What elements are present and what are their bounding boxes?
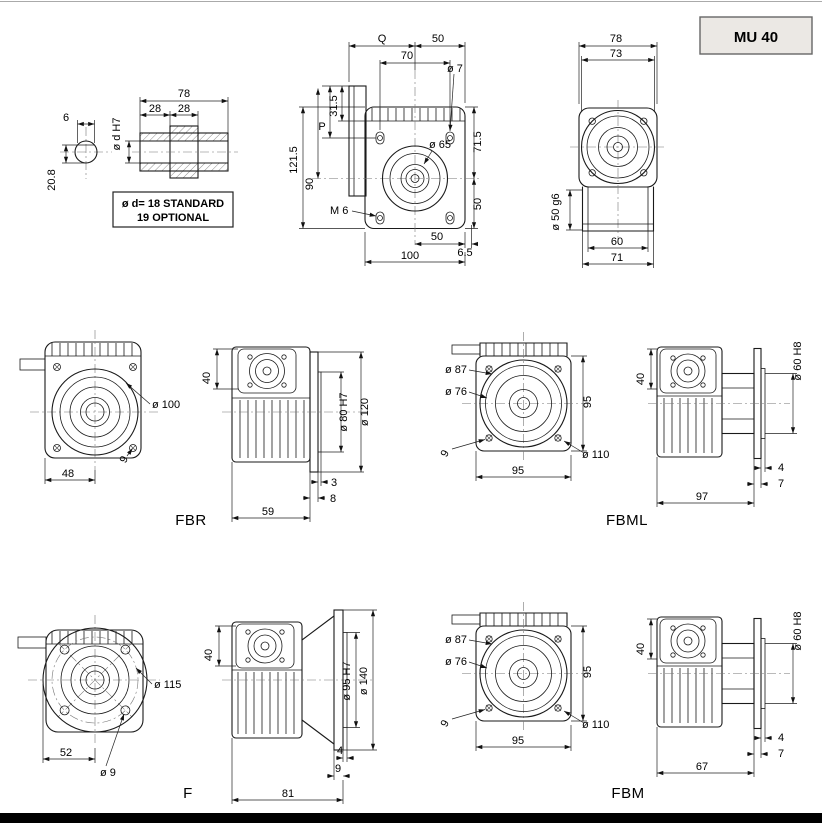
title-block: MU 40 [699, 16, 813, 55]
dim-fbml-hole: 9 [439, 448, 452, 459]
dim-fbml-boss: ø 87 [445, 364, 467, 376]
dim-top-to-center: 71.5 [472, 131, 484, 152]
dim-boss-dia: ø 65 [429, 139, 451, 151]
dim-fbm-depth: 67 [696, 761, 708, 773]
dim-fbml-depth: 97 [696, 491, 708, 503]
dim-fbm-boss: ø 87 [445, 634, 467, 646]
dim-fbm-pilot-depth: 4 [778, 732, 784, 744]
dim-key-width: 6 [63, 112, 69, 124]
dim-p: P [318, 121, 325, 133]
note-line-1: ø d= 18 STANDARD [122, 198, 224, 210]
dim-screw: M 6 [330, 205, 348, 217]
dim-fbr-input: 40 [201, 372, 213, 384]
shaft-bore-detail: 6 20.8 ø d H7 78 28 28 [46, 88, 238, 191]
fbm-label: FBM [611, 785, 644, 802]
dim-fbr-pilot-depth: 3 [331, 477, 337, 489]
fbml-side-view: ø 60 H8 40 4 7 97 [635, 341, 804, 507]
model-code: MU 40 [734, 29, 778, 46]
dim-f-center: 52 [60, 747, 72, 759]
dim-end-right: 28 [178, 103, 190, 115]
dim-fbml-input: 40 [635, 373, 647, 385]
dim-fbm-width: 95 [512, 735, 524, 747]
dim-fbml-width: 95 [512, 465, 524, 477]
dim-q: Q [378, 33, 387, 45]
f-side-view: 40 ø 95 H7 ø 140 4 9 81 [203, 609, 377, 804]
dim-fbm-bore: ø 60 H8 [792, 611, 804, 650]
dim-length: 78 [178, 88, 190, 100]
dim-fbr-pilot: ø 80 H7 [338, 392, 350, 431]
dim-side-width: 78 [610, 33, 622, 45]
dim-width: 100 [401, 250, 419, 262]
dim-f-depth: 81 [282, 788, 294, 800]
dim-bore: ø d H7 [111, 117, 123, 150]
bore-note-box: ø d= 18 STANDARD 19 OPTIONAL [112, 191, 234, 228]
f-front-view: ø 115 52 ø 9 [17, 615, 181, 779]
dim-side-shaft: ø 50 g6 [550, 193, 562, 230]
dim-fbr-flange-dia: ø 100 [152, 399, 180, 411]
dim-fbml-pilot-depth: 4 [778, 462, 784, 474]
dim-fbm-height: 95 [582, 666, 594, 678]
note-line-2: 19 OPTIONAL [137, 212, 209, 224]
dim-overhang: 6.5 [457, 247, 472, 259]
dim-fbm-hole: 9 [439, 718, 452, 729]
fbr-label: FBR [175, 512, 207, 529]
dim-fbm-pilot: ø 76 [445, 656, 467, 668]
dim-center-to-bottom: 50 [472, 198, 484, 210]
dim-f-plate: 9 [335, 763, 341, 775]
fbm-side-view: ø 60 H8 40 4 7 67 [635, 611, 804, 777]
dim-fbm-flange: ø 110 [582, 719, 609, 731]
dim-bottom-half: 50 [431, 231, 443, 243]
dim-fbml-pilot: ø 76 [445, 386, 467, 398]
fbm-front-view: ø 87 ø 76 95 9 95 ø 110 [439, 601, 609, 751]
dim-f-hole: ø 9 [100, 767, 116, 779]
dim-fbr-flange: ø 120 [359, 398, 371, 426]
dim-key-depth: 20.8 [46, 169, 58, 190]
dim-fbm-plate: 7 [778, 748, 784, 760]
dim-f-bolt-circle: ø 115 [154, 679, 181, 691]
dim-height: 121.5 [288, 146, 300, 174]
dim-side-flange: 73 [610, 48, 622, 60]
dim-side-depth: 71 [611, 252, 623, 264]
dim-end-left: 28 [149, 103, 161, 115]
dim-fbm-input: 40 [635, 643, 647, 655]
dim-fbr-depth: 59 [262, 506, 274, 518]
dim-center-height: 90 [304, 178, 316, 190]
dim-flange-top: 31.5 [328, 95, 340, 116]
dim-fbr-hole: 9 [118, 454, 131, 465]
dim-hole-dia: ø 7 [447, 63, 463, 75]
f-label: F [183, 785, 193, 802]
dim-fbr-plate: 8 [330, 493, 336, 505]
dim-f-pilot-depth: 4 [337, 745, 343, 757]
dim-top-right: 50 [432, 33, 444, 45]
dim-fbml-height: 95 [582, 396, 594, 408]
dim-f-pilot: ø 95 H7 [341, 661, 353, 700]
main-side-view: 78 73 ø 50 g6 60 71 [550, 33, 666, 268]
dim-fbml-bore: ø 60 H8 [792, 341, 804, 380]
fbr-front-view: ø 100 9 48 [19, 330, 180, 484]
dim-hole-span: 70 [401, 50, 413, 62]
main-front-view: Q 50 70 ø 7 P 31.5 121.5 90 71.5 50 ø 65… [288, 33, 484, 266]
fbr-side-view: 40 ø 80 H7 ø 120 3 8 59 [201, 346, 371, 522]
fbml-front-view: ø 87 ø 76 95 9 95 ø 110 [439, 331, 609, 481]
dim-fbml-flange: ø 110 [582, 449, 609, 461]
footer-bar [0, 813, 822, 823]
dim-fbml-plate: 7 [778, 478, 784, 490]
dim-fbr-center: 48 [62, 468, 74, 480]
dim-f-input: 40 [203, 649, 215, 661]
dim-f-flange: ø 140 [358, 667, 370, 695]
dim-side-base: 60 [611, 236, 623, 248]
fbml-label: FBML [606, 512, 648, 529]
